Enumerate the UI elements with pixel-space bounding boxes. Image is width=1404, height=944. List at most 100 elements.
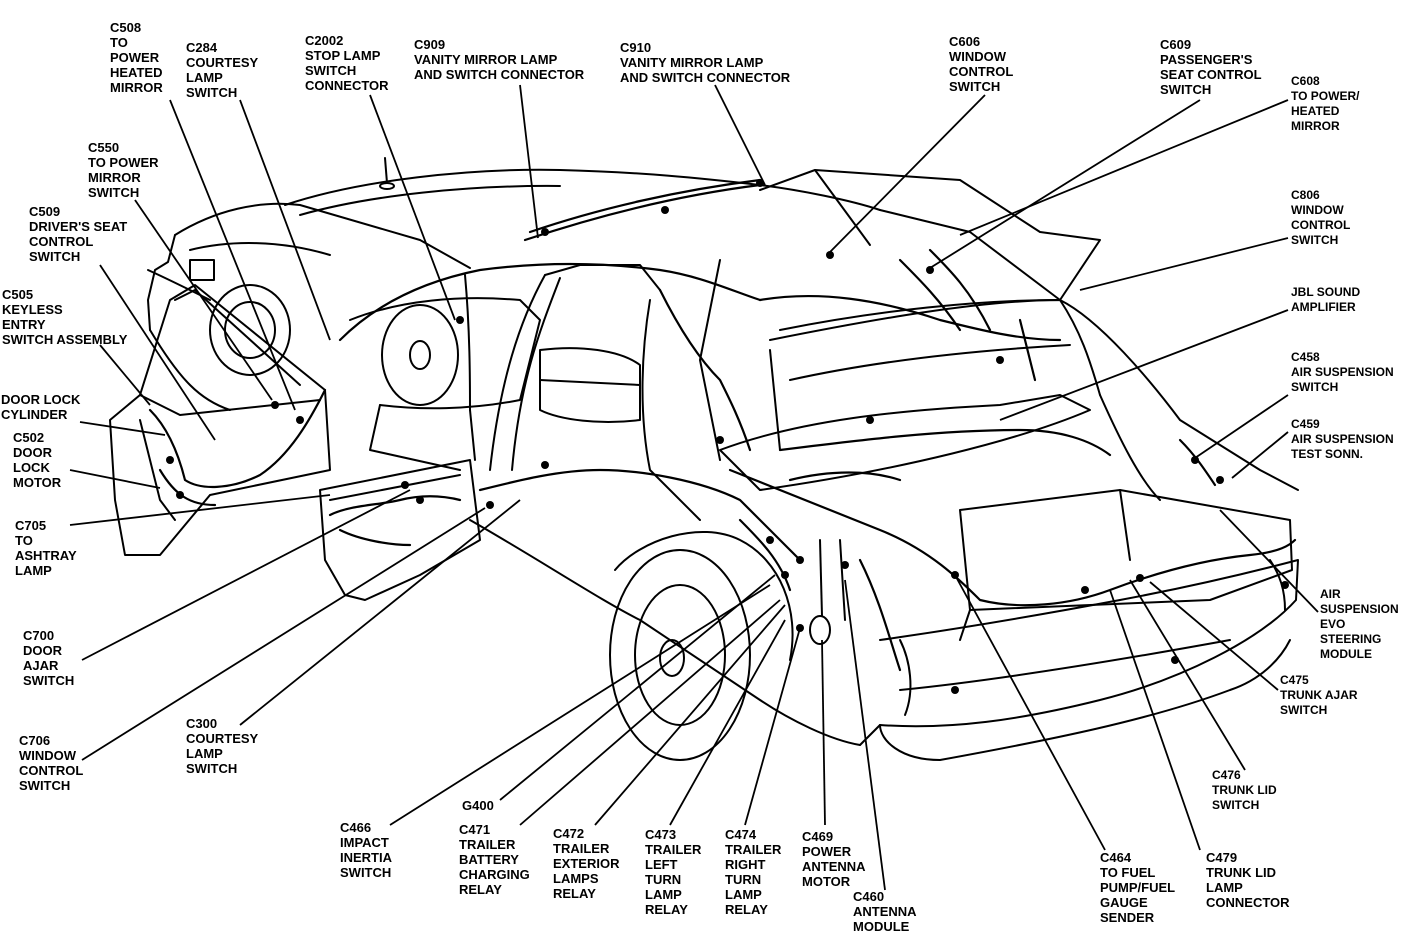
label-c909-line: VANITY MIRROR LAMP	[414, 52, 558, 67]
leader-c474	[744, 627, 801, 826]
leader-c472	[594, 604, 786, 826]
label-c460-line: MODULE	[853, 919, 910, 934]
label-c284-line: C284	[186, 40, 218, 55]
leader-g400	[499, 574, 776, 801]
label-c473-line: LEFT	[645, 857, 678, 872]
leader-c508	[169, 99, 296, 411]
label-c910-line: VANITY MIRROR LAMP	[620, 55, 764, 70]
leader-c706	[81, 507, 486, 761]
label-c458-line: AIR SUSPENSION	[1291, 365, 1394, 379]
label-airevo-line: STEERING	[1320, 632, 1382, 646]
rear-left-door	[319, 459, 481, 601]
label-g400-line: G400	[462, 798, 494, 813]
label-c508-line: HEATED	[110, 65, 163, 80]
label-c700-line: SWITCH	[23, 673, 75, 688]
rear-wheel	[609, 549, 751, 761]
label-c606-line: SWITCH	[949, 79, 1001, 94]
leader-c284	[239, 99, 331, 341]
label-c550-line: TO POWER	[88, 155, 159, 170]
label-c700-line: AJAR	[23, 658, 59, 673]
label-c473-line: RELAY	[645, 902, 688, 917]
leader-c705	[69, 494, 331, 526]
label-c471-line: CHARGING	[459, 867, 530, 882]
label-c474-line: TRAILER	[725, 842, 782, 857]
leader-c459	[1231, 431, 1289, 479]
rear-bumper	[879, 559, 1299, 728]
label-c502-line: DOOR	[13, 445, 52, 460]
label-c502-line: LOCK	[13, 460, 50, 475]
roof-inner	[299, 184, 561, 216]
label-c459-line: C459	[1291, 417, 1320, 431]
label-c474-line: C474	[725, 827, 757, 842]
label-c2002-line: CONNECTOR	[305, 78, 389, 93]
label-c505-line: C505	[2, 287, 34, 302]
label-c508-line: POWER	[110, 50, 160, 65]
label-c606-line: C606	[949, 34, 981, 49]
label-c706-line: C706	[19, 733, 51, 748]
leader-c806	[1079, 237, 1289, 291]
label-c475-line: TRUNK AJAR	[1280, 688, 1358, 702]
label-c466-line: IMPACT	[340, 835, 389, 850]
leader-c460	[844, 579, 886, 891]
label-c473-line: C473	[645, 827, 677, 842]
tail-light	[899, 639, 912, 716]
label-c469-line: POWER	[802, 844, 852, 859]
label-c910-line: C910	[620, 40, 652, 55]
label-c300-line: C300	[186, 716, 218, 731]
label-c300-line: COURTESY	[186, 731, 259, 746]
rocker-panel	[469, 519, 861, 746]
label-c475-line: SWITCH	[1280, 703, 1328, 717]
label-c508-line: TO	[110, 35, 128, 50]
leader-c464	[954, 574, 1106, 851]
label-c550-line: MIRROR	[88, 170, 141, 185]
label-c471-line: RELAY	[459, 882, 502, 897]
label-c475-line: C475	[1280, 673, 1309, 687]
leader-c502	[69, 469, 161, 489]
leader-c609	[929, 99, 1201, 269]
harness-door-rear	[328, 495, 462, 517]
label-c909-line: AND SWITCH CONNECTOR	[414, 67, 585, 82]
label-c479-line: CONNECTOR	[1206, 895, 1290, 910]
leader-c473	[669, 619, 786, 826]
trunk-floor	[959, 489, 1293, 611]
leader-c2002	[369, 94, 456, 321]
label-c509-line: SWITCH	[29, 249, 81, 264]
label-c460-line: ANTENNA	[853, 904, 917, 919]
c-pillar	[641, 299, 701, 521]
label-c705-line: LAMP	[15, 563, 52, 578]
label-c466-line: SWITCH	[340, 865, 392, 880]
label-c466-line: INERTIA	[340, 850, 392, 865]
label-c502-line: MOTOR	[13, 475, 62, 490]
label-jbl-line: JBL SOUND	[1291, 285, 1361, 299]
leader-c909	[519, 84, 539, 239]
label-c471-line: C471	[459, 822, 491, 837]
label-c705-line: TO	[15, 533, 33, 548]
label-c300-line: LAMP	[186, 746, 223, 761]
harness-dash	[338, 262, 762, 342]
leader-c469	[821, 639, 826, 826]
label-c476-line: TRUNK LID	[1212, 783, 1277, 797]
label-c910-line: AND SWITCH CONNECTOR	[620, 70, 791, 85]
label-c460-line: C460	[853, 889, 885, 904]
label-c706-line: WINDOW	[19, 748, 77, 763]
label-c464-line: SENDER	[1100, 910, 1155, 925]
label-c458-line: SWITCH	[1291, 380, 1339, 394]
label-c474-line: TURN	[725, 872, 762, 887]
b-pillar	[489, 274, 546, 471]
label-c472-line: LAMPS	[553, 871, 599, 886]
label-doorlock-line: DOOR LOCK	[1, 392, 81, 407]
